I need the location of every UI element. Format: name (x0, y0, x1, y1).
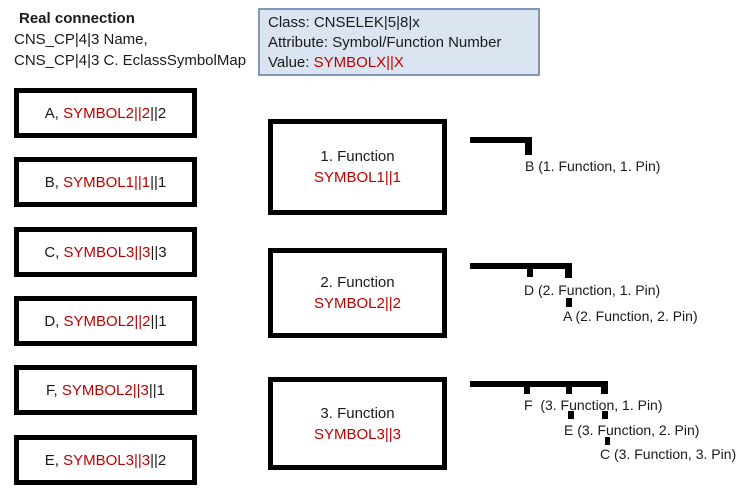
class-info-box: Class: CNSELEK|5|8|x Attribute: Symbol/F… (258, 8, 540, 76)
connection-suffix: ||1 (150, 312, 167, 330)
connection-symbol: SYMBOL2||2 (63, 312, 151, 330)
info-value-line: Value: SYMBOLX||X (268, 53, 530, 73)
function-title: 3. Function (320, 404, 395, 422)
connection-symbol: SYMBOL1||1 (63, 173, 151, 191)
info-attribute-line: Attribute: Symbol/Function Number (268, 34, 502, 51)
header-line-2: CNS_CP|4|3 C. EclassSymbolMap (14, 52, 247, 69)
pin-tick-group3-3 (601, 381, 608, 394)
connection-symbol: SYMBOL3||3 (63, 243, 151, 261)
function-box-2: 2. Function SYMBOL2||2 (268, 248, 447, 338)
connection-box-b: B, SYMBOL1||1||1 (14, 157, 197, 207)
pin-tick-group2-2 (565, 263, 572, 278)
connection-box-f: F, SYMBOL2||3||1 (14, 365, 197, 415)
function-symbol: SYMBOL3||3 (314, 425, 401, 443)
pin-bar-group1 (470, 137, 532, 143)
pin-dash-group2 (566, 298, 572, 307)
function-symbol: SYMBOL1||1 (314, 169, 401, 186)
connection-prefix: E, (44, 451, 64, 469)
connection-suffix: ||3 (150, 243, 167, 261)
connection-box-e: E, SYMBOL3||3||2 (14, 435, 197, 485)
header: Real connection CNS_CP|4|3 Name, CNS_CP|… (14, 8, 246, 71)
pin-label-d: D (2. Function, 1. Pin) (524, 282, 661, 298)
pin-tick-group1-1 (525, 137, 532, 155)
connection-suffix: ||2 (150, 104, 167, 122)
pin-dash-group3-3 (605, 437, 610, 445)
pin-bar-group3 (470, 381, 608, 387)
connection-suffix: ||2 (150, 451, 167, 469)
function-box-3: 3. Function SYMBOL3||3 (268, 377, 447, 470)
pin-label-e: E (3. Function, 2. Pin) (564, 422, 700, 438)
function-box-1: 1. Function SYMBOL1||1 (268, 119, 447, 215)
connection-suffix: ||1 (148, 381, 165, 399)
connection-box-c: C, SYMBOL3||3||3 (14, 227, 197, 277)
connection-box-d: D, SYMBOL2||2||1 (14, 296, 197, 346)
connection-box-a: A, SYMBOL2||2||2 (14, 88, 197, 138)
info-class-line: Class: CNSELEK|5|8|x (268, 14, 420, 31)
connection-prefix: C, (44, 243, 64, 261)
pin-tick-group3-2 (566, 381, 572, 394)
connection-prefix: B, (44, 173, 64, 191)
header-title: Real connection (19, 10, 135, 27)
function-symbol: SYMBOL2||2 (314, 295, 401, 312)
pin-label-a: A (2. Function, 2. Pin) (563, 308, 698, 324)
pin-label-f: F (3. Function, 1. Pin) (524, 397, 663, 413)
function-title: 2. Function (320, 274, 395, 291)
pin-dash-group3-2 (602, 411, 608, 419)
connection-prefix: F, (46, 381, 62, 399)
connection-suffix: ||1 (150, 173, 167, 191)
info-value-label: Value: (268, 54, 314, 71)
connection-symbol: SYMBOL2||2 (63, 104, 151, 122)
connection-symbol: SYMBOL3||3 (63, 451, 151, 469)
pin-label-c: C (3. Function, 3. Pin) (600, 446, 737, 462)
header-line-1: CNS_CP|4|3 Name, (14, 31, 148, 48)
pin-tick-group2-1 (527, 263, 533, 277)
connection-prefix: D, (44, 312, 64, 330)
pin-tick-group3-1 (524, 381, 530, 394)
pin-bar-group2 (470, 263, 572, 269)
connection-symbol: SYMBOL2||3 (61, 381, 149, 399)
function-title: 1. Function (320, 148, 395, 165)
pin-label-b: B (1. Function, 1. Pin) (525, 158, 661, 174)
info-value: SYMBOLX||X (313, 54, 404, 71)
pin-dash-group3-1 (568, 411, 574, 419)
connection-prefix: A, (44, 104, 64, 122)
